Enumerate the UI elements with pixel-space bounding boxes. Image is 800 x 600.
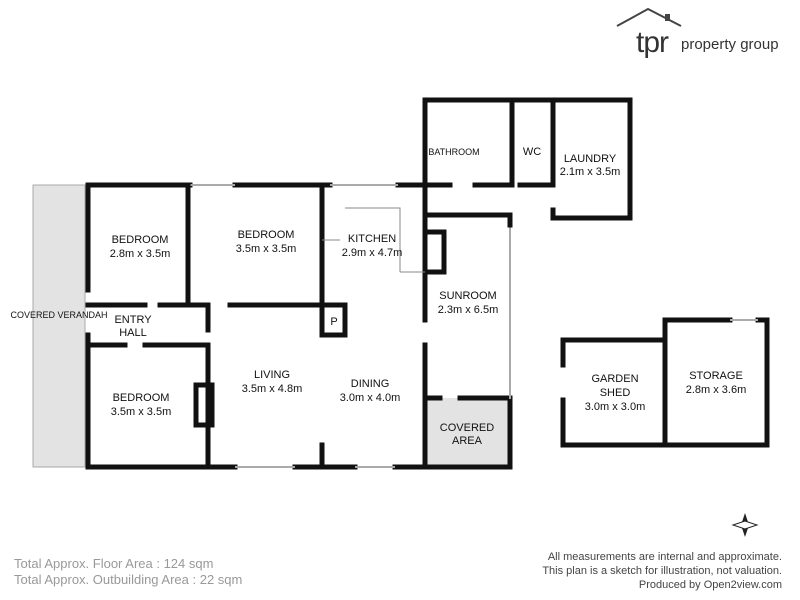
bedroom1-size: 2.8m x 3.5m xyxy=(110,248,171,260)
storage-walls xyxy=(662,317,770,448)
bedroom3-name: BEDROOM xyxy=(113,392,170,404)
house-roof-logo-icon xyxy=(616,7,682,27)
entry-label-1: ENTRY xyxy=(114,314,152,326)
laundry-name: LAUNDRY xyxy=(564,153,617,165)
covered-area-2: AREA xyxy=(452,435,483,447)
sunroom-name: SUNROOM xyxy=(439,290,496,302)
bedroom3-size: 3.5m x 3.5m xyxy=(111,406,172,418)
bedroom1-name: BEDROOM xyxy=(112,234,169,246)
shed-label-2: SHED xyxy=(600,387,631,399)
wc-name: WC xyxy=(523,146,541,158)
shed-label-1: GARDEN xyxy=(591,373,638,385)
note-3: Produced by Open2view.com xyxy=(638,579,782,591)
covered-area-1: COVERED xyxy=(440,422,494,434)
living-size: 3.5m x 4.8m xyxy=(242,383,303,395)
pantry-label: P xyxy=(330,316,337,328)
sunroom-size: 2.3m x 6.5m xyxy=(438,304,499,316)
bathroom-name: BATHROOM xyxy=(428,147,479,157)
outbuilding-area: Total Approx. Outbuilding Area : 22 sqm xyxy=(14,572,243,587)
dining-name: DINING xyxy=(351,378,390,390)
compass-icon xyxy=(731,513,759,537)
covered-area-fill xyxy=(427,398,510,466)
disclaimer: All measurements are internal and approx… xyxy=(542,550,782,592)
kitchen-name: KITCHEN xyxy=(348,233,396,245)
storage-name: STORAGE xyxy=(689,370,743,382)
entry-label-2: HALL xyxy=(119,327,147,339)
kitchen-size: 2.9m x 4.7m xyxy=(342,247,403,259)
storage-size: 2.8m x 3.6m xyxy=(686,384,747,396)
laundry-size: 2.1m x 3.5m xyxy=(560,166,621,178)
area-totals: Total Approx. Floor Area : 124 sqm Total… xyxy=(14,556,242,588)
dining-size: 3.0m x 4.0m xyxy=(340,392,401,404)
walls xyxy=(85,97,633,470)
note-2: This plan is a sketch for illustration, … xyxy=(542,565,782,577)
shed-size: 3.0m x 3.0m xyxy=(585,401,646,413)
bedroom2-size: 3.5m x 3.5m xyxy=(236,243,297,255)
logo-property-group: property group xyxy=(681,36,779,53)
logo-tpr: tpr xyxy=(636,26,669,59)
verandah-area xyxy=(32,184,86,468)
label-verandah: COVERED VERANDAH xyxy=(10,310,107,320)
living-name: LIVING xyxy=(254,369,290,381)
floor-area: Total Approx. Floor Area : 124 sqm xyxy=(14,556,214,571)
note-1: All measurements are internal and approx… xyxy=(547,551,782,563)
bedroom2-name: BEDROOM xyxy=(238,229,295,241)
